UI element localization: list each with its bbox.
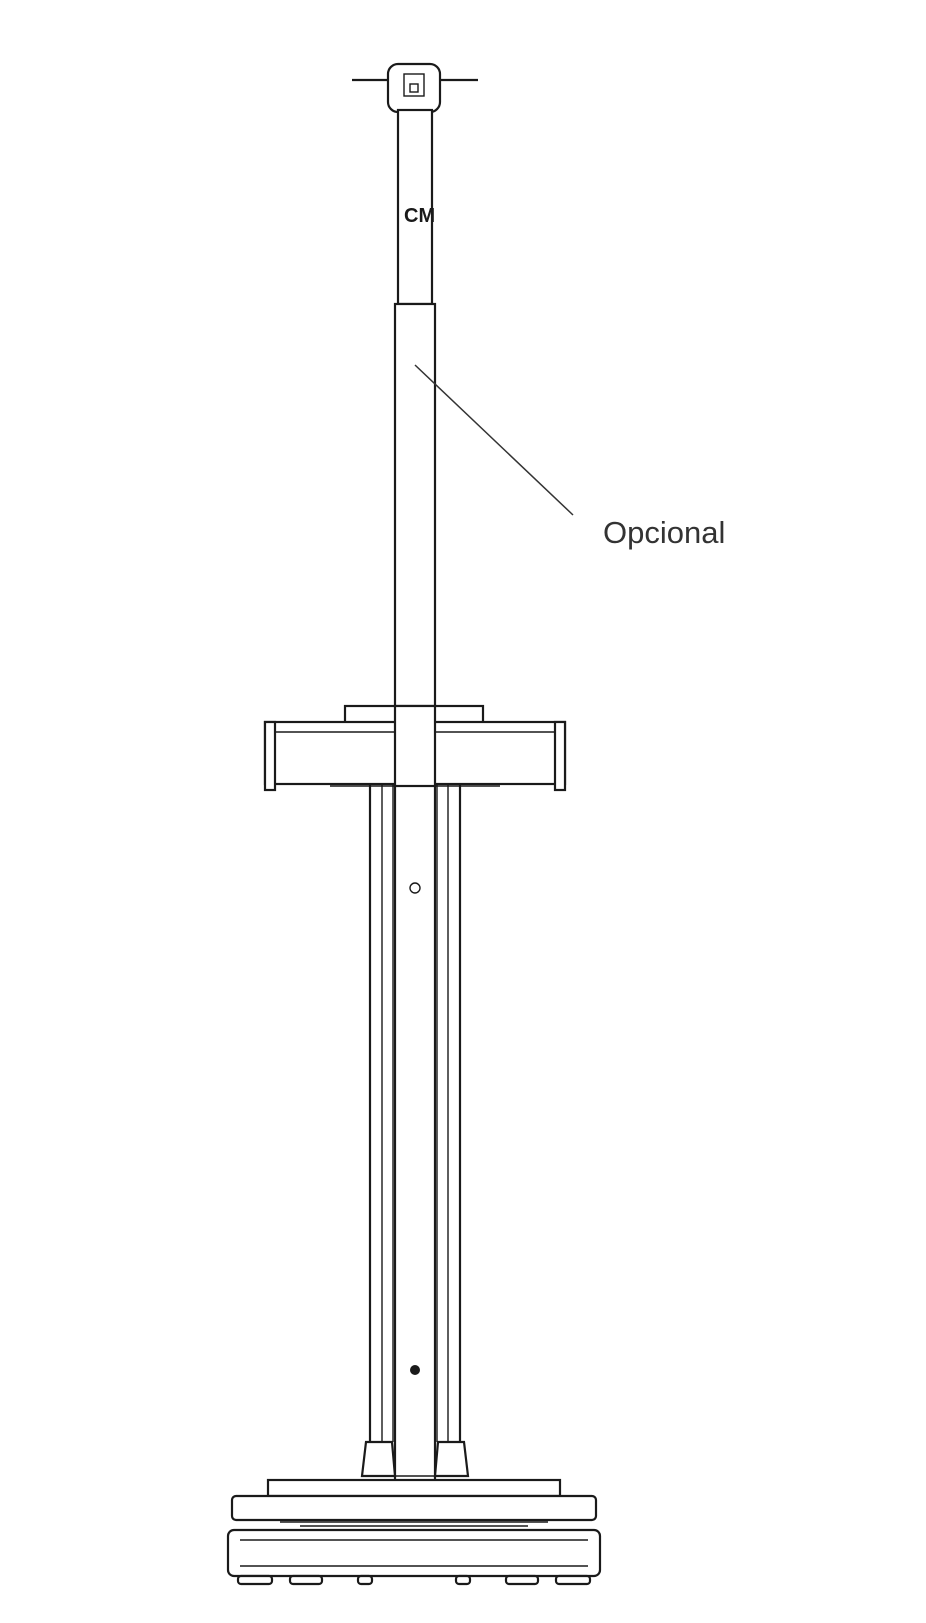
scale-platform [226,1478,602,1578]
upper-measuring-rod: CM [396,108,435,306]
optional-callout: Opcional [414,364,725,550]
rod-marking: CM [404,205,435,227]
platform-feet [236,1574,592,1586]
rod-head-piece [352,62,478,114]
support-columns [368,782,462,1442]
callout-leader-line [414,364,574,516]
head-display-block [263,704,567,792]
column-base-collar [360,1440,470,1478]
callout-label: Opcional [603,515,725,550]
lower-measuring-rod [393,302,437,1486]
